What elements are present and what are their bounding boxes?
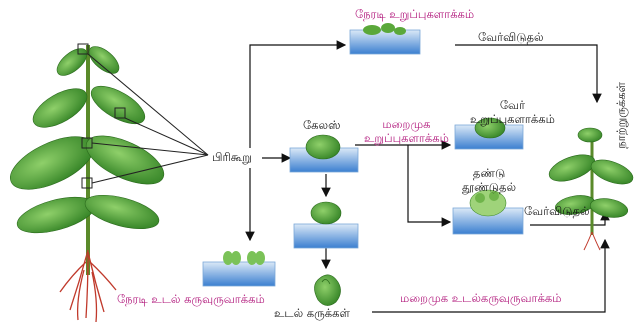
tray-callus-2 [293,201,359,249]
tray-direct-embryogenesis [202,251,276,287]
label-rooting-top: வேர்விடுதல் [478,30,544,44]
label-callus: கேலஸ் [303,118,341,132]
label-root-organogenesis: வேர் உறுப்புகளாக்கம் [470,98,555,126]
tray-root-organogenesis [454,117,524,150]
tray-callus [289,134,359,173]
plantlet [548,127,634,251]
label-direct-organogenesis: நேரடி உறுப்புகளாக்கம் [355,7,475,21]
label-direct-embryogenesis: நேரடி உடல் கருவுருவாக்கம் [117,292,265,306]
tray-shoot-induction [452,189,524,235]
tray-direct-organogenesis [349,23,421,55]
explant-lines [87,53,209,184]
label-plantlets: நாற்றுருக்கள் [614,82,628,149]
label-explant: பிரிகூறு [212,150,252,164]
label-somatic-embryos: உடல் கருக்கள் [274,306,350,320]
label-indirect-embryogenesis: மறைமுக உடல்கருவுருவாக்கம் [400,291,562,305]
label-indirect-organogenesis: மறைமுக உறுப்புகளாக்கம் [364,117,449,145]
plant-roots [59,249,117,323]
label-shoot-induction: தண்டு தூண்டுதல் [462,166,517,194]
somatic-embryo [314,274,341,306]
source-plant [10,43,209,323]
label-rooting-bottom: வேர்விடுதல் [524,204,590,218]
